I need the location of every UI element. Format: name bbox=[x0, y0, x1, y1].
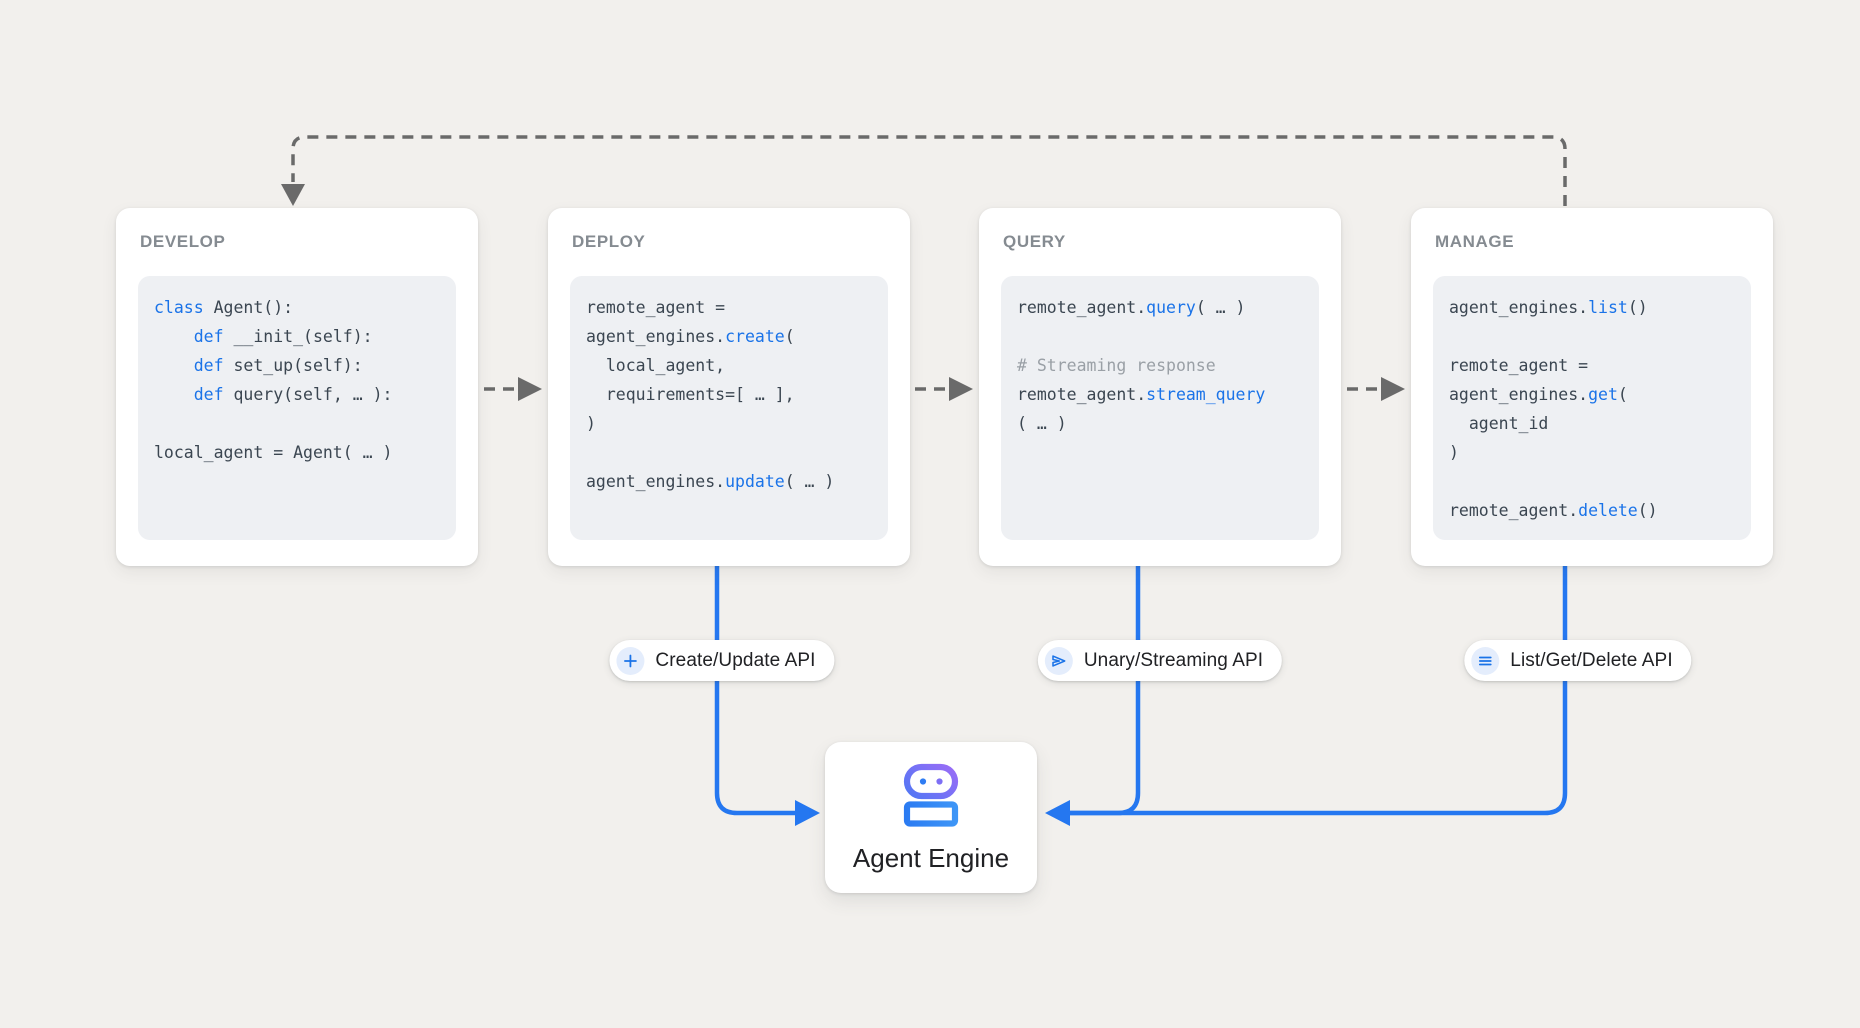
list-get-delete-api-badge: List/Get/Delete API bbox=[1464, 640, 1692, 681]
code-line bbox=[1017, 322, 1303, 351]
card-title-query: QUERY bbox=[1003, 232, 1066, 251]
code-line bbox=[586, 438, 872, 467]
unary-streaming-api-badge: Unary/Streaming API bbox=[1037, 640, 1283, 681]
robot-icon bbox=[903, 763, 959, 832]
code-line: ) bbox=[586, 414, 596, 433]
manage-to-develop-feedback-connector bbox=[291, 135, 1567, 206]
code-line: local_agent, bbox=[586, 356, 726, 375]
code-line: requirements=[ … ], bbox=[586, 385, 795, 404]
code-line: agent_engines.list() bbox=[1449, 298, 1648, 317]
card-manage: MANAGE agent_engines.list() remote_agent… bbox=[1411, 208, 1773, 566]
code-line: local_agent = Agent( … ) bbox=[154, 443, 393, 462]
query-to-manage-arrowhead-icon bbox=[1381, 377, 1405, 401]
card-title-deploy: DEPLOY bbox=[572, 232, 646, 251]
code-line: ) bbox=[1449, 443, 1459, 462]
code-line: remote_agent = bbox=[586, 298, 726, 317]
query-to-engine-connector bbox=[1070, 566, 1141, 816]
send-icon bbox=[1044, 646, 1073, 675]
deploy-to-query-arrowhead-icon bbox=[949, 377, 973, 401]
code-panel-develop: class Agent(): def __init_(self): def se… bbox=[138, 276, 456, 540]
code-line: agent_engines.create( bbox=[586, 327, 795, 346]
code-line: agent_engines.update( … ) bbox=[586, 472, 835, 491]
deploy-to-engine-arrowhead-icon bbox=[795, 800, 820, 826]
code-line: ( … ) bbox=[1017, 414, 1067, 433]
create-update-api-badge: Create/Update API bbox=[609, 640, 835, 681]
code-line: def __init_(self): bbox=[193, 327, 373, 346]
plus-icon bbox=[616, 646, 645, 675]
card-query: QUERY remote_agent.query( … ) # Streamin… bbox=[979, 208, 1341, 566]
list-get-delete-api-label: List/Get/Delete API bbox=[1510, 649, 1673, 671]
code-panel-deploy: remote_agent = agent_engines.create( loca… bbox=[570, 276, 888, 540]
code-line: remote_agent.query( … ) bbox=[1017, 298, 1246, 317]
code-line bbox=[1449, 467, 1735, 496]
code-panel-manage: agent_engines.list() remote_agent = agent… bbox=[1433, 276, 1751, 540]
code-line: remote_agent.delete() bbox=[1449, 501, 1658, 520]
agent-engine-label: Agent Engine bbox=[852, 843, 1010, 873]
develop-to-deploy-arrowhead-icon bbox=[518, 377, 542, 401]
list-icon bbox=[1471, 646, 1500, 675]
create-update-api-label: Create/Update API bbox=[655, 649, 816, 671]
code-line: remote_agent.stream_query bbox=[1017, 385, 1266, 404]
feedback-arrowhead-down-icon bbox=[281, 184, 305, 206]
code-line bbox=[154, 409, 440, 438]
card-develop: DEVELOP class Agent(): def __init_(self)… bbox=[116, 208, 478, 566]
code-line: agent_id bbox=[1449, 414, 1549, 433]
code-line: def set_up(self): bbox=[193, 356, 363, 375]
manage-to-engine-connector bbox=[1070, 566, 1568, 816]
card-deploy: DEPLOY remote_agent = agent_engines.creat… bbox=[548, 208, 910, 566]
code-line: agent_engines.get( bbox=[1449, 385, 1628, 404]
code-panel-query: remote_agent.query( … ) # Streaming resp… bbox=[1001, 276, 1319, 540]
card-title-manage: MANAGE bbox=[1435, 232, 1515, 251]
code-line: def query(self, … ): bbox=[193, 385, 393, 404]
code-line bbox=[1449, 322, 1735, 351]
code-line: class Agent(): bbox=[154, 298, 294, 317]
code-line: remote_agent = bbox=[1449, 356, 1589, 375]
code-line: # Streaming response bbox=[1017, 356, 1216, 375]
agent-engine-box: Agent Engine bbox=[825, 742, 1037, 893]
deploy-to-engine-connector bbox=[714, 566, 795, 816]
engine-left-arrowhead-icon bbox=[1045, 800, 1070, 826]
card-title-develop: DEVELOP bbox=[140, 232, 226, 251]
unary-streaming-api-label: Unary/Streaming API bbox=[1083, 649, 1264, 671]
